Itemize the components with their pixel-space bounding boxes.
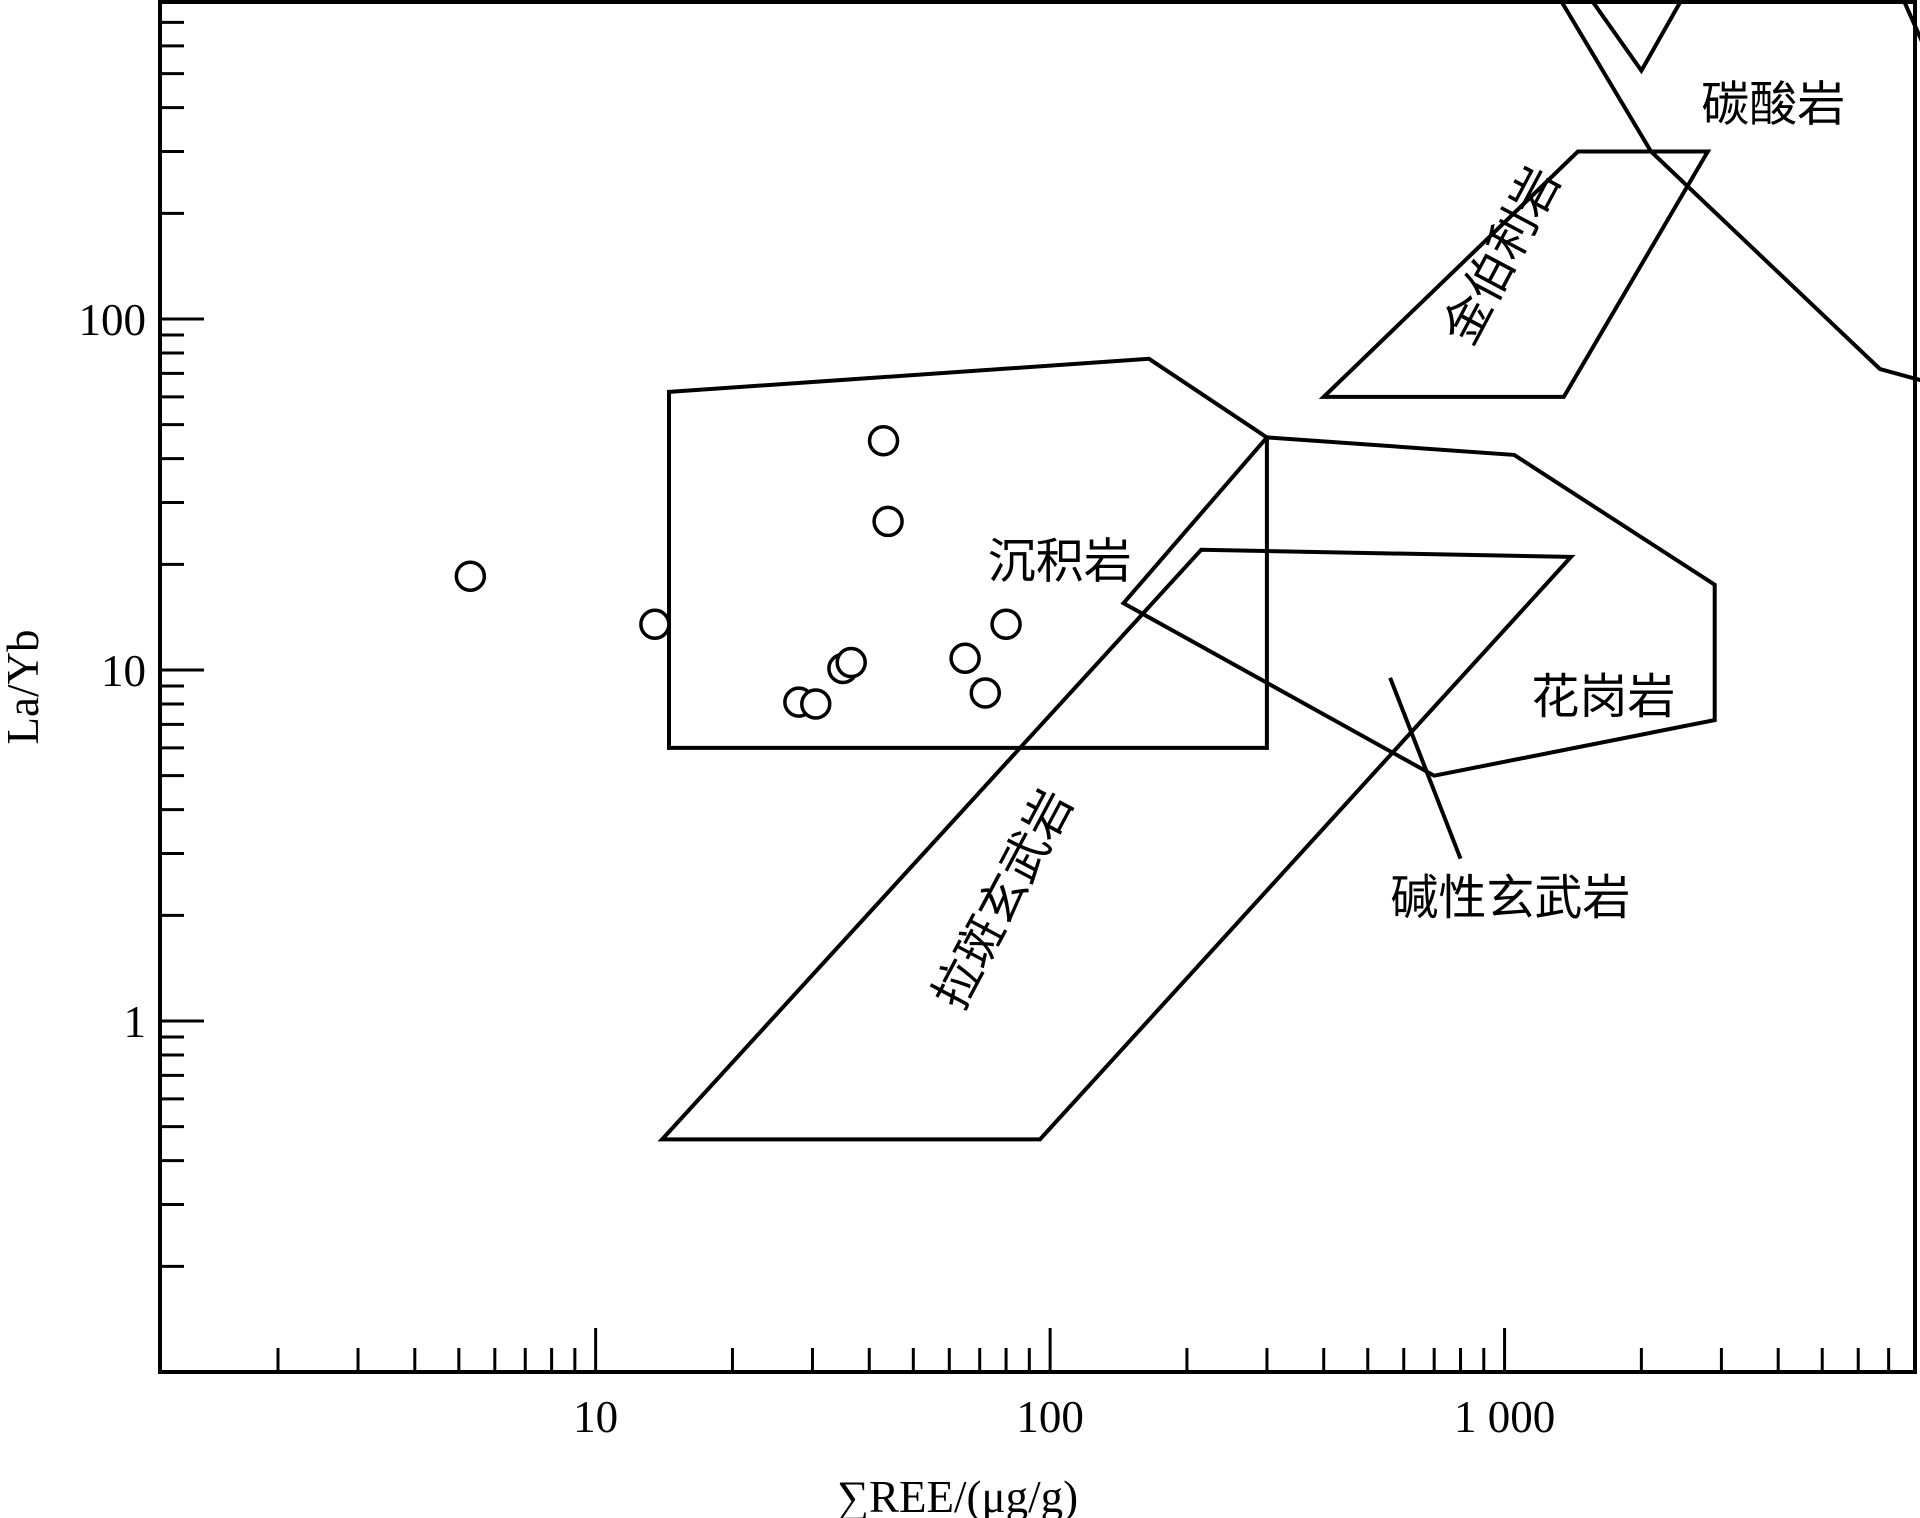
x-axis-title: ∑REE/(μg/g) [837, 1472, 1078, 1518]
x-tick-label: 10 [573, 1392, 618, 1442]
data-point [990, 608, 1022, 640]
region-label: 花岗岩 [1531, 669, 1675, 725]
region-outline [667, 356, 1269, 750]
region-outline [1318, 149, 1712, 399]
annotation-leader-line [1388, 677, 1463, 860]
data-point [835, 646, 867, 679]
y-axis-title: La/Yb [0, 630, 48, 745]
data-point [969, 677, 1002, 709]
y-tick-label: 1 [124, 997, 147, 1047]
data-point [872, 505, 904, 538]
x-tick-label: 1 000 [1454, 1392, 1555, 1442]
y-tick-label: 100 [79, 295, 147, 345]
x-tick-label: 100 [1016, 1392, 1084, 1442]
region-outline [1558, 0, 1920, 383]
region-outline [657, 547, 1576, 1142]
data-point [949, 642, 981, 675]
region-label: 沉积岩 [988, 533, 1132, 589]
data-point [799, 688, 832, 720]
data-point-layer [454, 424, 1022, 720]
data-point [454, 560, 487, 592]
region-outline [1120, 435, 1717, 778]
y-tick-label: 10 [101, 646, 146, 696]
region-label: 金伯利岩 [1432, 158, 1572, 354]
region-label: 拉斑玄武岩 [922, 780, 1084, 1018]
data-point [639, 608, 671, 640]
data-point [867, 424, 900, 457]
region-label: 碳酸岩 [1701, 77, 1845, 133]
annotation-label: 碱性玄武岩 [1390, 870, 1630, 926]
axes-layer: 10 100 1 000 1 10 100 [79, 0, 1917, 1442]
